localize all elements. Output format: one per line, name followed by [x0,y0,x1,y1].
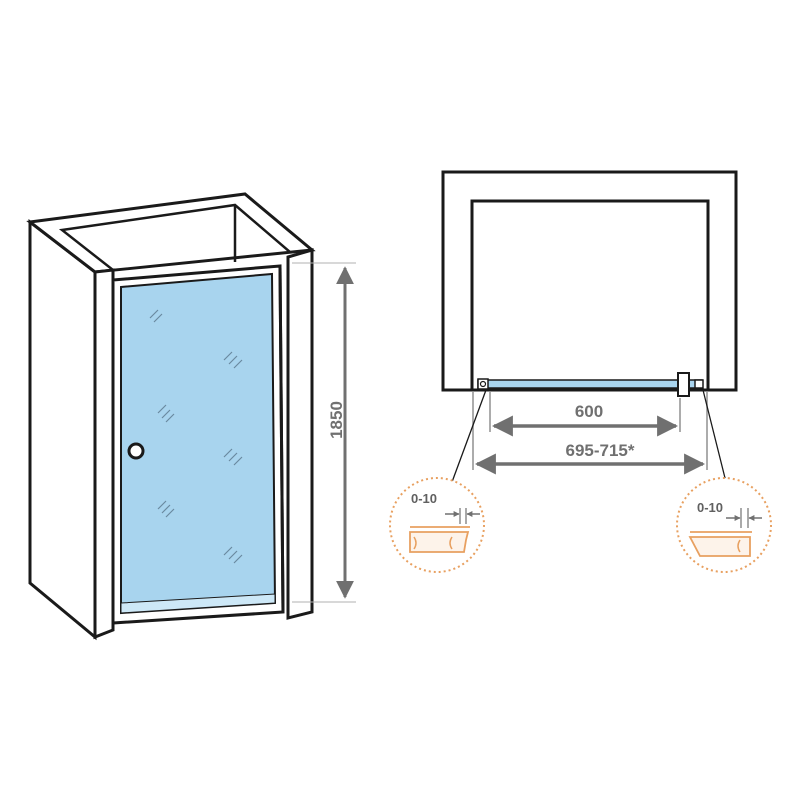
opening-width-dimension: 695-715* [472,392,708,475]
top-rim-inner [58,203,294,272]
door-glass-top [477,379,703,389]
glass-reflection-marks [149,309,243,564]
height-dimension: 1850 [292,262,356,603]
detail-right: 0-10 [676,477,772,573]
adjust-right-label: 0-10 [697,500,723,515]
adjust-left-label: 0-10 [411,491,437,506]
left-wall-inner [93,268,115,640]
door-width-dimension: 600 [489,392,681,437]
door-width-label: 600 [575,402,603,421]
height-label: 1850 [327,401,346,439]
top-view: 600 695-715* [441,170,738,483]
perspective-view: 1850 [26,192,356,641]
opening-width-label: 695-715* [565,441,634,460]
right-wall-front [286,248,314,620]
left-wall-front [28,218,97,641]
hinge-block [677,372,690,397]
handle-knob-icon [127,442,145,460]
detail-left: 0-10 [389,477,485,573]
inner-opening [470,199,710,392]
door-glass [120,272,277,615]
